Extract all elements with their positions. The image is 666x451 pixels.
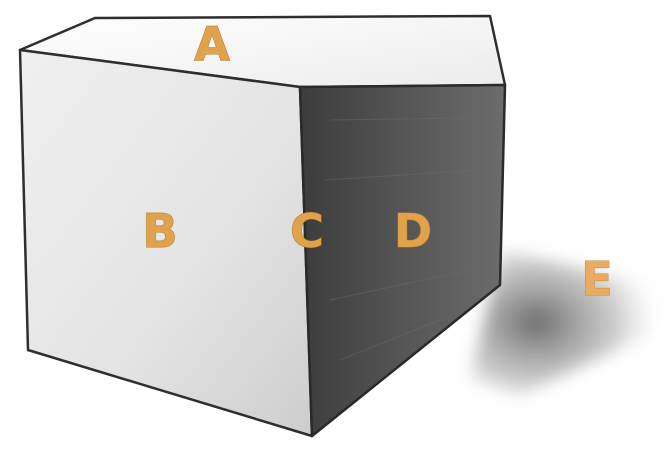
label-e: E [581,252,612,306]
cube-side-face [300,85,505,436]
label-c: C [290,204,324,258]
label-a: A [194,17,230,71]
label-d: D [394,204,432,258]
label-b: B [142,204,177,258]
